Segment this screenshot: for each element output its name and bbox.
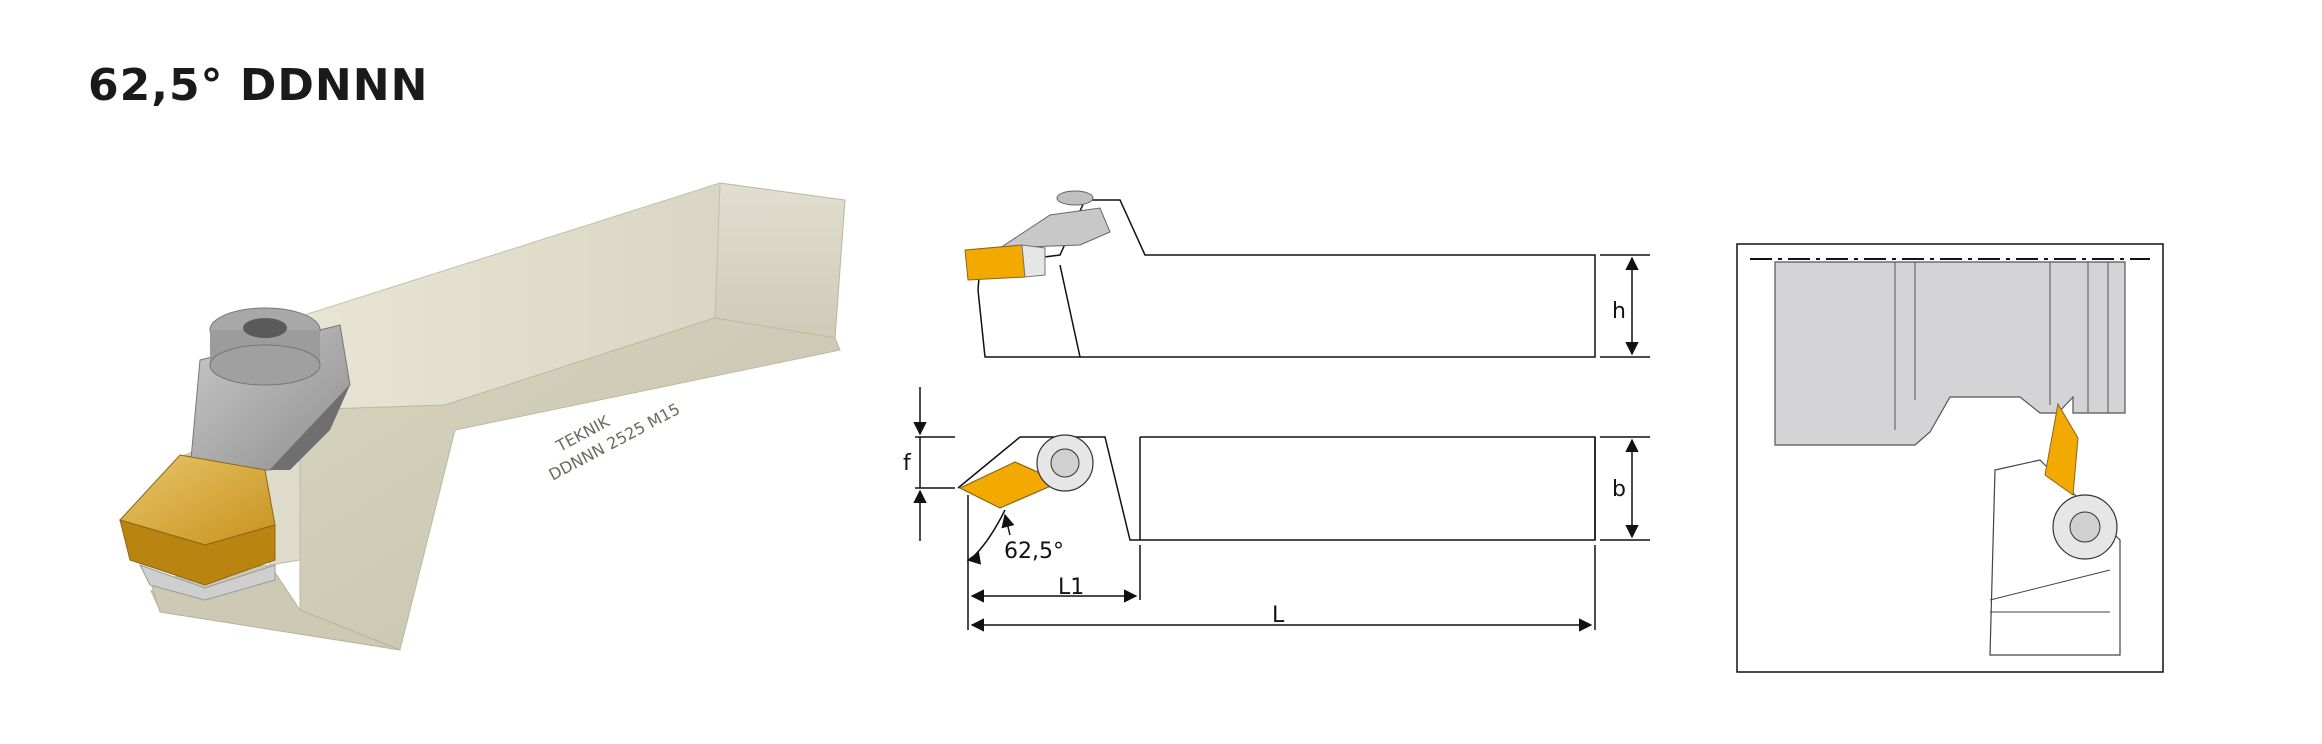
workpiece [1774, 261, 2126, 446]
page-title: 62,5° DDNNN [88, 60, 429, 111]
label-b: b [1612, 477, 1626, 502]
top-view-clamp [998, 207, 1111, 249]
shim [138, 564, 276, 601]
app-insert [2044, 402, 2079, 496]
holder-end-face [714, 182, 846, 339]
label-h: h [1612, 299, 1626, 324]
clamp-shadow [270, 385, 350, 470]
side-view-drawing [913, 387, 1650, 632]
label-angle: 62,5° [1004, 539, 1064, 564]
tool-holder-render: TEKNIK DDNNN 2525 M15 [119, 182, 846, 651]
application-view [1736, 243, 2164, 673]
insert-side [119, 519, 276, 586]
label-l1: L1 [1058, 575, 1084, 600]
top-view-insert [964, 244, 1026, 281]
label-f: f [903, 451, 912, 476]
label-l: L [1272, 603, 1285, 628]
top-view-drawing [964, 190, 1650, 358]
screw-socket [243, 318, 287, 338]
